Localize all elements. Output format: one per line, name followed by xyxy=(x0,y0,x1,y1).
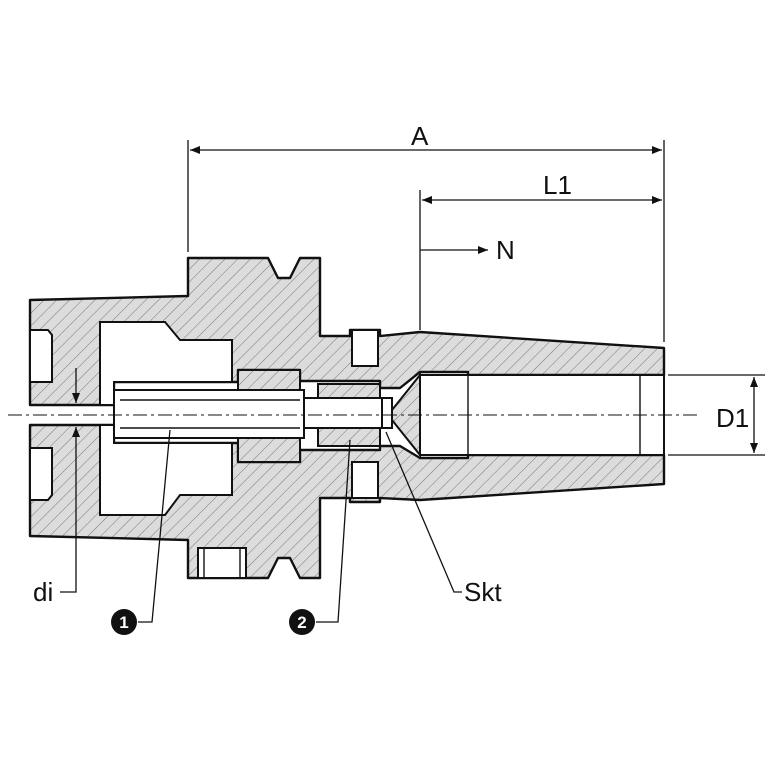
dim-a-label: A xyxy=(411,121,429,151)
callout-2-number: 2 xyxy=(297,613,306,632)
tube-nut xyxy=(237,369,301,391)
dim-l1-label: L1 xyxy=(543,170,572,200)
shank-window-lower xyxy=(29,447,53,501)
callout-1-number: 1 xyxy=(119,613,128,632)
radial-hole-upper xyxy=(351,329,379,367)
dir-n-label: N xyxy=(496,235,515,265)
drive-slot xyxy=(197,547,247,579)
radial-hole-lower xyxy=(351,461,379,499)
adjust-screw-bore xyxy=(303,397,383,429)
callout-1-badge xyxy=(111,609,137,635)
skt-label: Skt xyxy=(464,577,502,607)
callout-2-leader xyxy=(316,439,351,623)
coolant-tube xyxy=(113,389,305,439)
inner-cavity xyxy=(99,321,233,406)
dim-di-leader xyxy=(60,462,77,593)
tube-nut-lower xyxy=(237,437,301,463)
skt-leader xyxy=(385,431,462,593)
callout-2-badge xyxy=(289,609,315,635)
shank-window-upper xyxy=(29,329,53,383)
dim-di-label: di xyxy=(33,577,53,607)
screw-tip xyxy=(381,397,393,429)
dim-d1-label: D1 xyxy=(716,403,749,433)
callout-1-leader xyxy=(138,429,171,623)
